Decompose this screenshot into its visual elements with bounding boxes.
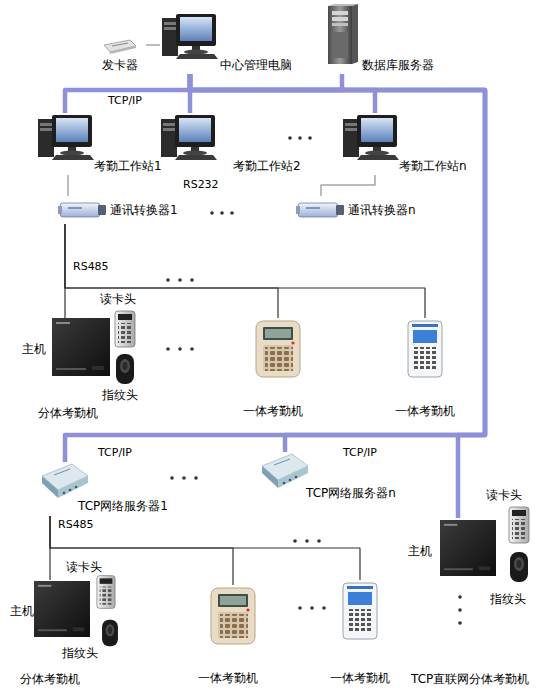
node-label: 指纹头	[102, 388, 138, 403]
integrated-terminal: 一体考勤机	[385, 318, 471, 420]
device-icon	[343, 113, 401, 161]
device-icon	[38, 462, 90, 500]
device-icon	[102, 38, 138, 54]
tcp-split-terminal-group: TCP直联网分体考勤机 读卡头主机指纹头	[405, 486, 540, 690]
network-connector	[146, 44, 160, 46]
device-icon	[342, 582, 378, 640]
connection-label: TCP/IP	[98, 446, 132, 459]
device-icon	[52, 318, 110, 376]
device-icon	[38, 113, 96, 161]
node-label: TCP直联网分体考勤机	[411, 672, 529, 687]
integrated-terminal: 一体考勤机	[322, 580, 408, 687]
node-label: 一体考勤机	[198, 671, 258, 686]
node-label: 主机	[10, 604, 34, 619]
node-label: 读卡头	[100, 292, 136, 307]
connection-label: TCP/IP	[343, 446, 377, 459]
host-unit: 主机	[10, 580, 90, 640]
integrated-terminal: 一体考勤机	[192, 585, 278, 687]
device-icon	[162, 12, 220, 60]
host-unit: 主机	[22, 318, 110, 378]
fingerprint-reader: 指纹头	[100, 352, 145, 406]
node-label: 一体考勤机	[330, 671, 390, 686]
node-label: 一体考勤机	[243, 404, 303, 419]
device-icon	[210, 587, 256, 645]
node-label: 分体考勤机	[38, 406, 98, 421]
fingerprint-reader: 指纹头	[488, 550, 538, 612]
network-server: TCP网络服务器1	[38, 462, 170, 516]
connection-label: RS232	[183, 178, 219, 191]
device-icon	[258, 452, 310, 490]
split-terminal-group: 分体考勤机 主机 读卡头指纹头	[5, 560, 145, 690]
network-connector	[190, 74, 485, 518]
host-unit: 主机	[408, 518, 496, 582]
node-label: 指纹头	[490, 592, 526, 607]
node-label: 数据库服务器	[362, 58, 434, 73]
network-connector	[50, 516, 233, 585]
workstation: 考勤工作站2	[161, 113, 311, 175]
serial-converter: 通讯转换器n	[296, 196, 420, 224]
device-icon	[508, 506, 530, 544]
node-label: TCP网络服务器n	[306, 486, 396, 501]
network-connector	[190, 74, 485, 452]
node-label: 通讯转换器n	[348, 203, 416, 218]
device-icon	[324, 4, 360, 64]
workstation: 考勤工作站1	[36, 113, 168, 175]
node-label: 发卡器	[102, 58, 138, 73]
node-label: 中心管理电脑	[220, 58, 292, 73]
device-icon	[100, 618, 120, 648]
network-connector	[50, 516, 360, 580]
device-icon	[255, 320, 301, 378]
serial-converter: 通讯转换器1	[58, 196, 182, 224]
node-label: 考勤工作站1	[94, 159, 162, 174]
network-connector	[65, 74, 190, 113]
node-label: 读卡头	[486, 488, 522, 503]
node-label: 指纹头	[62, 646, 98, 661]
node-label: 一体考勤机	[395, 404, 455, 419]
network-connector	[65, 74, 485, 462]
database-server: 数据库服务器	[322, 4, 437, 74]
device-icon	[58, 199, 108, 221]
device-icon	[407, 320, 443, 378]
network-server: TCP网络服务器n	[256, 452, 396, 504]
device-icon	[508, 550, 530, 584]
network-connector	[190, 74, 375, 113]
device-icon	[296, 199, 346, 221]
device-icon	[114, 352, 136, 386]
node-label: 主机	[22, 342, 46, 357]
node-label: 主机	[408, 544, 432, 559]
fingerprint-reader: 指纹头	[62, 618, 120, 664]
ellipsis-dots	[166, 136, 462, 625]
workstation: 考勤工作站n	[343, 113, 475, 175]
connection-label: RS485	[58, 518, 94, 531]
card-reader: 读卡头	[100, 292, 145, 350]
network-connector	[65, 224, 425, 318]
node-label: 考勤工作站2	[233, 159, 301, 174]
connection-label: TCP/IP	[108, 94, 142, 107]
network-connector	[190, 74, 342, 90]
network-connector	[67, 175, 69, 196]
node-label: 读卡头	[66, 560, 102, 575]
card-reader: 读卡头	[66, 560, 118, 612]
device-icon	[440, 518, 496, 578]
device-icon	[34, 580, 90, 638]
node-label: 考勤工作站n	[399, 159, 467, 174]
device-icon	[96, 574, 116, 610]
node-label: TCP网络服务器1	[78, 499, 168, 514]
node-label: 通讯转换器1	[110, 203, 178, 218]
connection-label: RS485	[73, 260, 109, 273]
card-issuer: 发卡器	[98, 36, 146, 78]
network-connector	[321, 175, 375, 196]
management-computer: 中心管理电脑	[160, 12, 295, 74]
split-terminal-group: 分体考勤机 主机 读卡头指纹头	[15, 290, 165, 424]
network-connector	[65, 224, 278, 318]
device-icon	[161, 113, 219, 161]
integrated-terminal: 一体考勤机	[235, 318, 321, 420]
device-icon	[114, 310, 136, 348]
node-label: 分体考勤机	[20, 672, 80, 687]
